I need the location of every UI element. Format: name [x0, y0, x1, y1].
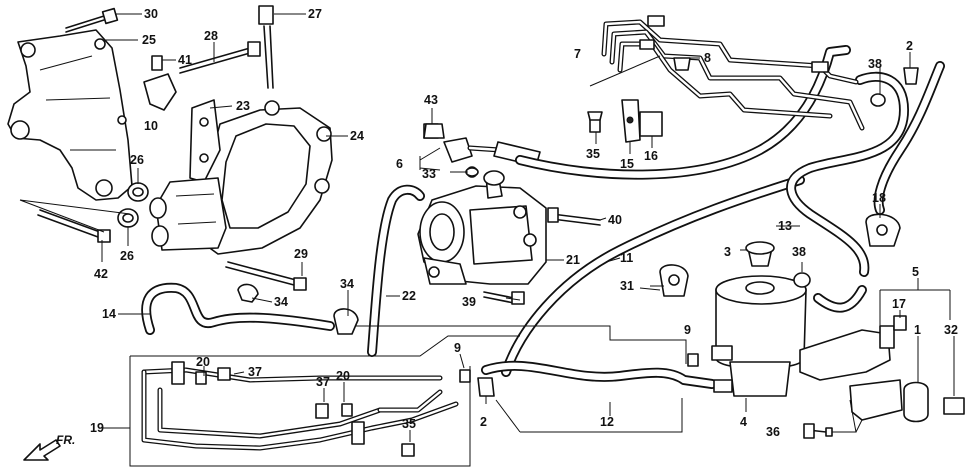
callout-5: 5 [912, 265, 919, 279]
callout-9-right: 9 [684, 323, 691, 337]
bolt-39 [483, 291, 525, 305]
clip-17 [893, 315, 907, 331]
callout-3: 3 [724, 245, 731, 259]
callout-4: 4 [740, 415, 747, 429]
hose-right-loop [813, 61, 945, 313]
front-direction-arrow-icon: FR. [23, 433, 75, 461]
callout-30: 30 [144, 7, 158, 21]
pump-body-left [149, 177, 227, 251]
hose-12 [481, 360, 717, 389]
callout-12: 12 [600, 415, 614, 429]
callout-27: 27 [308, 7, 322, 21]
bolt-29 [225, 261, 307, 291]
callout-35-bottom: 35 [402, 417, 416, 431]
clip-8 [673, 57, 691, 71]
return-hose-top [515, 45, 851, 180]
callout-26-top: 26 [130, 153, 144, 167]
callout-37-left: 37 [248, 365, 262, 379]
plate-23 [189, 99, 221, 183]
bolt-36 [803, 423, 833, 439]
hose-clamp-38 [793, 93, 886, 288]
callout-9-left: 9 [454, 341, 461, 355]
callout-34-left: 34 [274, 295, 288, 309]
hose-22 [367, 184, 425, 357]
callout-31: 31 [620, 279, 634, 293]
callout-29: 29 [294, 247, 308, 261]
callout-14: 14 [102, 307, 116, 321]
callout-20-left: 20 [196, 355, 210, 369]
callout-2-top: 2 [906, 39, 913, 53]
callout-43: 43 [424, 93, 438, 107]
reservoir-cap-3 [745, 241, 775, 267]
callout-34-right: 34 [340, 277, 354, 291]
reservoir-bracket-5 [799, 325, 965, 423]
callout-26-bottom: 26 [120, 249, 134, 263]
clamp-34 [237, 283, 359, 335]
callout-6: 6 [396, 157, 403, 171]
callout-32: 32 [944, 323, 958, 337]
callout-18: 18 [872, 191, 886, 205]
callout-41: 41 [178, 53, 192, 67]
reservoir-4 [711, 275, 807, 397]
bolt-28 [179, 41, 261, 74]
hose-13 [786, 71, 909, 277]
callout-16: 16 [644, 149, 658, 163]
hose-11 [501, 175, 805, 377]
pump-mounting-bracket [7, 29, 133, 201]
callout-37-right: 37 [316, 375, 330, 389]
bolt-35-top [587, 111, 603, 133]
callout-35-top: 35 [586, 147, 600, 161]
leader-lines [19, 13, 955, 442]
callout-24: 24 [350, 129, 364, 143]
callout-13: 13 [778, 219, 792, 233]
callout-7: 7 [574, 47, 581, 61]
callout-11: 11 [620, 251, 633, 265]
bolt-42 [37, 209, 111, 243]
cooler-pipes-19 [141, 361, 459, 451]
callout-25: 25 [142, 33, 156, 47]
callout-33: 33 [422, 167, 436, 181]
callout-20-right: 20 [336, 369, 350, 383]
callout-23: 23 [236, 99, 250, 113]
callout-39: 39 [462, 295, 476, 309]
callout-15: 15 [620, 157, 634, 171]
callout-22: 22 [402, 289, 416, 303]
callout-21: 21 [566, 253, 580, 267]
grommets-37-35 [217, 367, 415, 457]
callout-42: 42 [94, 267, 108, 281]
clip-15-16 [621, 99, 663, 143]
clamp-18 [865, 213, 901, 247]
callout-1: 1 [914, 323, 921, 337]
grommet-43 [423, 123, 445, 139]
power-steering-pump-21 [417, 170, 547, 285]
callout-numbers: 30 25 41 28 27 10 23 24 26 26 42 29 34 3… [90, 7, 958, 439]
callout-28: 28 [204, 29, 218, 43]
bushings-26 [117, 182, 149, 228]
front-direction-label: FR. [56, 433, 75, 447]
cooler-box-19 [129, 335, 520, 467]
steel-pipes-7 [601, 15, 865, 131]
bolt-27 [258, 5, 274, 89]
callout-40: 40 [608, 213, 622, 227]
callout-10: 10 [144, 119, 158, 133]
bolt-30 [65, 7, 119, 33]
hose-14 [141, 282, 335, 335]
callout-19: 19 [90, 421, 104, 435]
bracket-clip-10 [143, 55, 177, 111]
clamp-31 [659, 264, 689, 297]
callout-2-bottom: 2 [480, 415, 487, 429]
callout-38-mid: 38 [792, 245, 806, 259]
callout-8: 8 [704, 51, 711, 65]
callout-38-top: 38 [868, 57, 882, 71]
callout-17: 17 [892, 297, 906, 311]
clip-2 [477, 67, 919, 397]
bolt-40 [547, 207, 601, 226]
callout-36: 36 [766, 425, 780, 439]
